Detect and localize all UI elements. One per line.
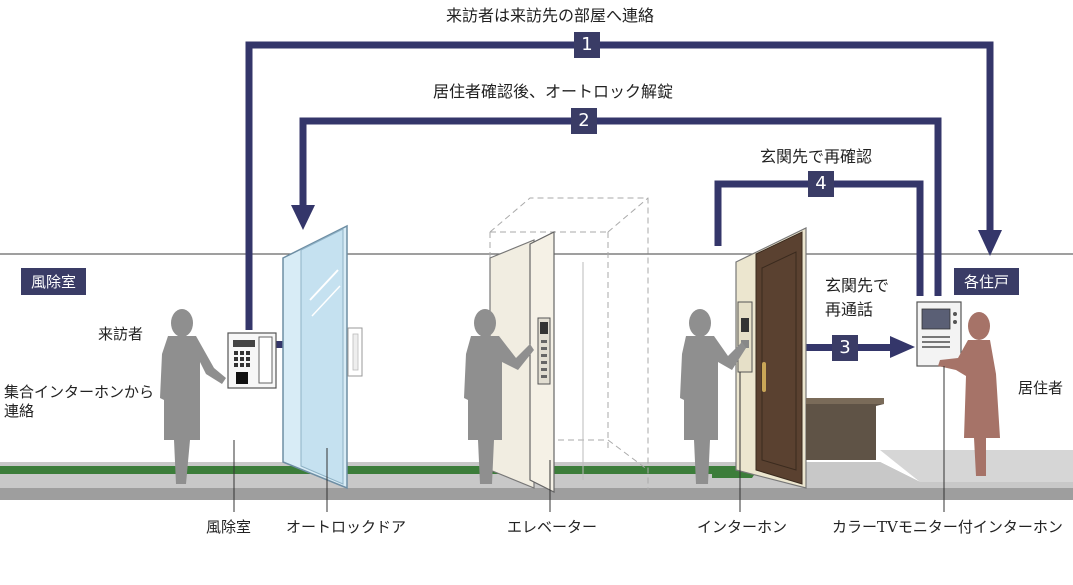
unit-entrance-door: [735, 227, 807, 489]
step-1-caption: 来訪者は来訪先の部屋へ連絡: [446, 6, 655, 25]
step-3-caption-line1: 玄関先で: [825, 276, 890, 295]
color-tv-intercom-monitor: [916, 301, 962, 367]
visitor-silhouette-elevator: [464, 309, 534, 484]
unit-badge: 各住戸: [954, 268, 1020, 295]
intercom-call-note-line1: 集合インターホンから: [4, 383, 155, 401]
vestibule-badge: 風除室: [21, 268, 87, 295]
elevator: [489, 197, 649, 493]
step-3-number: 3: [832, 335, 858, 361]
label-vestibule: 風除室: [206, 518, 252, 536]
autolock-door: [282, 224, 363, 490]
label-intercom: インターホン: [697, 518, 788, 536]
arrow-2: [299, 117, 942, 296]
arrow-1-head: [978, 230, 1002, 256]
step-4-caption: 玄関先で再確認: [760, 147, 873, 166]
step-1-number: 1: [574, 32, 600, 58]
resident-silhouette: [938, 312, 1000, 476]
visitor-silhouette: [160, 309, 226, 484]
label-leaders: [233, 366, 945, 512]
step-3-caption-line2: 再通話: [825, 300, 874, 319]
step-2-number: 2: [571, 108, 597, 134]
step-4-number: 4: [808, 171, 834, 197]
arrow-2-head: [291, 205, 315, 230]
visitor-silhouette-door: [680, 309, 746, 484]
step-2-caption: 居住者確認後、オートロック解錠: [433, 82, 674, 101]
intercom-call-note-line2: 連絡: [4, 402, 35, 420]
arrow-1: [245, 41, 994, 330]
visitor-label: 来訪者: [98, 325, 144, 343]
label-color-tv-intercom: カラーTVモニター付インターホン: [832, 518, 1063, 536]
collective-intercom-panel: [227, 332, 277, 389]
shoe-cabinet: [806, 398, 884, 460]
resident-label: 居住者: [1018, 379, 1064, 397]
label-autolock-door: オートロックドア: [286, 518, 407, 536]
label-elevator: エレベーター: [507, 518, 598, 536]
